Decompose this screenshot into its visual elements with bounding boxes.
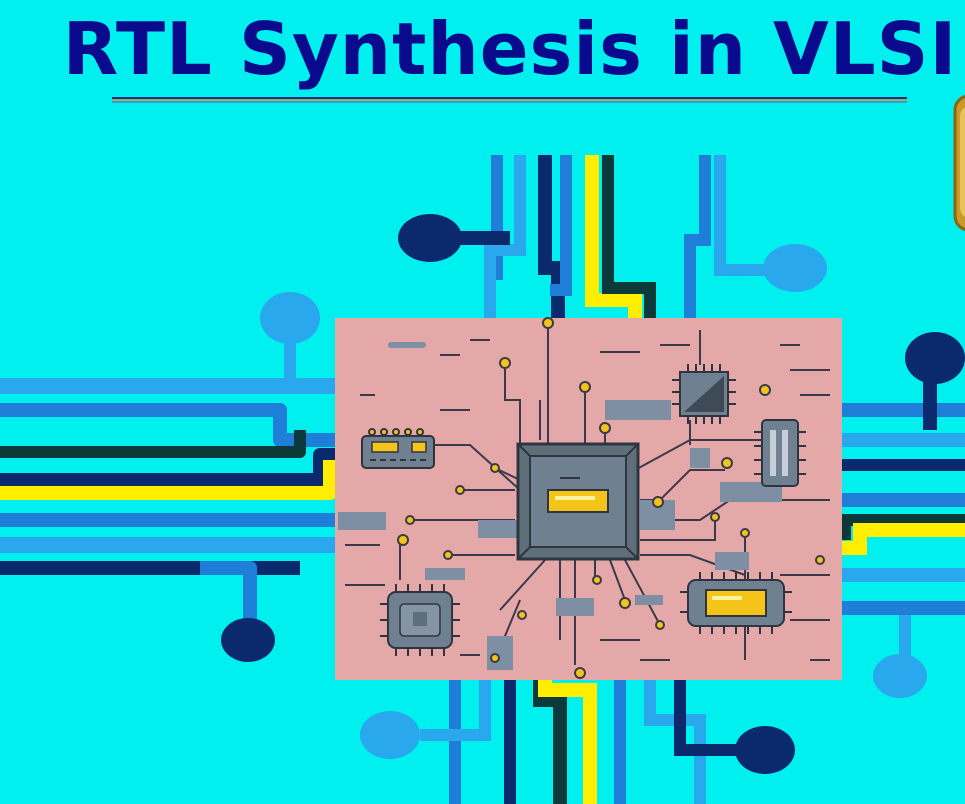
gold-badge-icon [953,95,965,231]
page-title: RTL Synthesis in VLSI [62,7,958,91]
title-underline [112,97,907,103]
cpu-chip-icon [516,442,640,561]
microchip-icon [672,364,736,424]
